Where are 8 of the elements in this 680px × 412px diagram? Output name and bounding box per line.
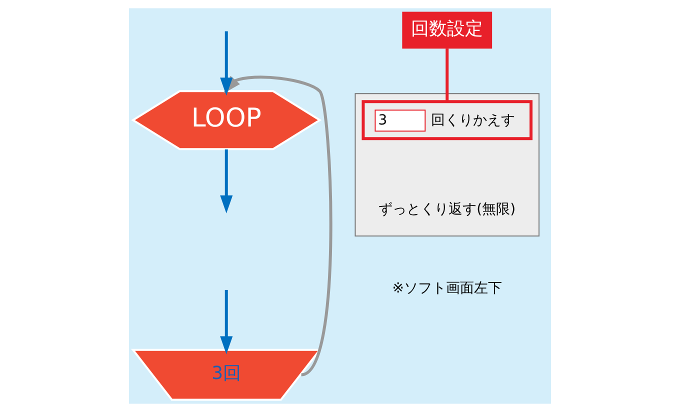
arrow [220, 290, 233, 354]
connector [446, 48, 449, 102]
node-box: 回数設定 [402, 12, 492, 49]
label: ※ソフト画面左下 [392, 280, 502, 297]
cluster [354, 93, 540, 236]
node-box: 3 回くりかえす [362, 100, 533, 140]
arrow [220, 149, 233, 214]
node-text: ずっとくり返す(無限) [378, 202, 516, 218]
